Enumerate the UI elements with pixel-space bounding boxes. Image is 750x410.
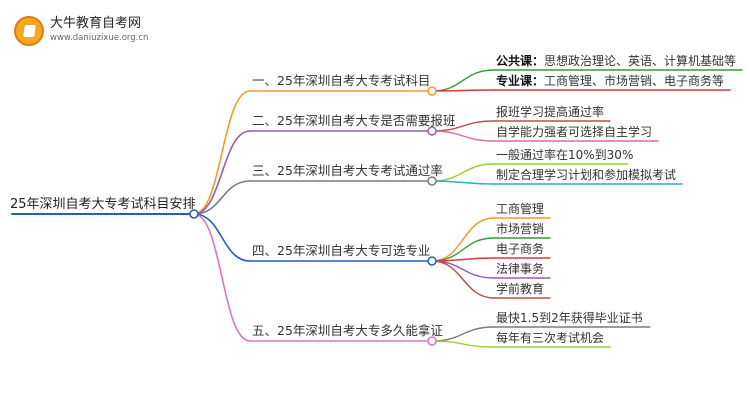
leaf-topic-text: 制定合理学习计划和参加模拟考试 <box>496 168 677 182</box>
leaf-topic-text: 自学能力强者可选择自主学习 <box>496 125 653 139</box>
leaf-topic: 学前教育 <box>496 281 544 297</box>
branch-connector <box>193 213 251 342</box>
leaf-connector <box>431 130 495 142</box>
leaf-topic-text: 法律事务 <box>496 262 545 276</box>
branch-node-circle <box>427 256 437 266</box>
leaf-topic: 最快1.5到2年获得毕业证书 <box>496 310 643 326</box>
branch-topic: 四、25年深圳自考大专可选专业 <box>252 243 431 258</box>
leaf-topic: 自学能力强者可选择自主学习 <box>496 124 652 140</box>
leaf-topic-text: 一般通过率在10%到30% <box>496 148 634 162</box>
leaf-topic: 制定合理学习计划和参加模拟考试 <box>496 167 676 183</box>
leaf-connector <box>431 217 495 262</box>
leaf-topic-text: 学前教育 <box>496 282 545 296</box>
leaf-topic: 工商管理 <box>496 201 544 217</box>
logo-url: www.daniuzixue.org.cn <box>50 33 149 43</box>
branch-connector <box>193 90 251 215</box>
leaf-topic-text: 市场营销 <box>496 222 545 236</box>
leaf-topic-text: 思想政治理论、英语、计算机基础等 <box>544 54 737 68</box>
leaf-topic: 报班学习提高通过率 <box>496 104 604 120</box>
leaf-topic-text: 报班学习提高通过率 <box>496 105 605 119</box>
leaf-topic: 每年有三次考试机会 <box>496 330 604 346</box>
leaf-topic-text: 每年有三次考试机会 <box>496 331 605 345</box>
leaf-connector <box>431 260 495 279</box>
branch-node-circle <box>427 336 437 346</box>
leaf-topic-label: 专业课： <box>496 74 545 88</box>
leaf-topic: 电子商务 <box>496 241 544 257</box>
branch-node-circle <box>427 126 437 136</box>
leaf-connector <box>431 340 495 348</box>
leaf-topic-text: 工商管理、市场营销、电子商务等 <box>544 74 725 88</box>
leaf-connector <box>431 180 495 185</box>
branch-connector <box>193 213 251 262</box>
leaf-topic: 公共课：思想政治理论、英语、计算机基础等 <box>496 53 736 69</box>
leaf-connector <box>431 89 495 92</box>
branch-topic: 一、25年深圳自考大专考试科目 <box>252 73 431 88</box>
branch-node-circle <box>427 86 437 96</box>
root-node-circle <box>189 209 199 219</box>
leaf-topic-text: 工商管理 <box>496 202 545 216</box>
leaf-topic: 一般通过率在10%到30% <box>496 147 633 163</box>
root-topic: 25年深圳自考大专考试科目安排 <box>10 197 196 212</box>
leaf-topic-text: 电子商务 <box>496 242 545 256</box>
branch-connector <box>193 180 251 215</box>
site-logo: 大牛教育自考网 www.daniuzixue.org.cn <box>14 14 244 48</box>
leaf-topic-text: 最快1.5到2年获得毕业证书 <box>496 311 643 325</box>
leaf-connector <box>431 260 495 299</box>
branch-topic: 三、25年深圳自考大专考试通过率 <box>252 163 443 178</box>
leaf-topic: 专业课：工商管理、市场营销、电子商务等 <box>496 73 724 89</box>
branch-topic: 五、25年深圳自考大专多久能拿证 <box>252 323 443 338</box>
leaf-topic-label: 公共课： <box>496 54 545 68</box>
leaf-connector <box>431 69 495 92</box>
logo-title: 大牛教育自考网 <box>50 16 142 31</box>
leaf-topic: 市场营销 <box>496 221 544 237</box>
leaf-topic: 法律事务 <box>496 261 544 277</box>
logo-book-icon <box>14 16 44 46</box>
branch-topic: 二、25年深圳自考大专是否需要报班 <box>252 113 456 128</box>
branch-node-circle <box>427 176 437 186</box>
branch-connector <box>193 130 251 215</box>
